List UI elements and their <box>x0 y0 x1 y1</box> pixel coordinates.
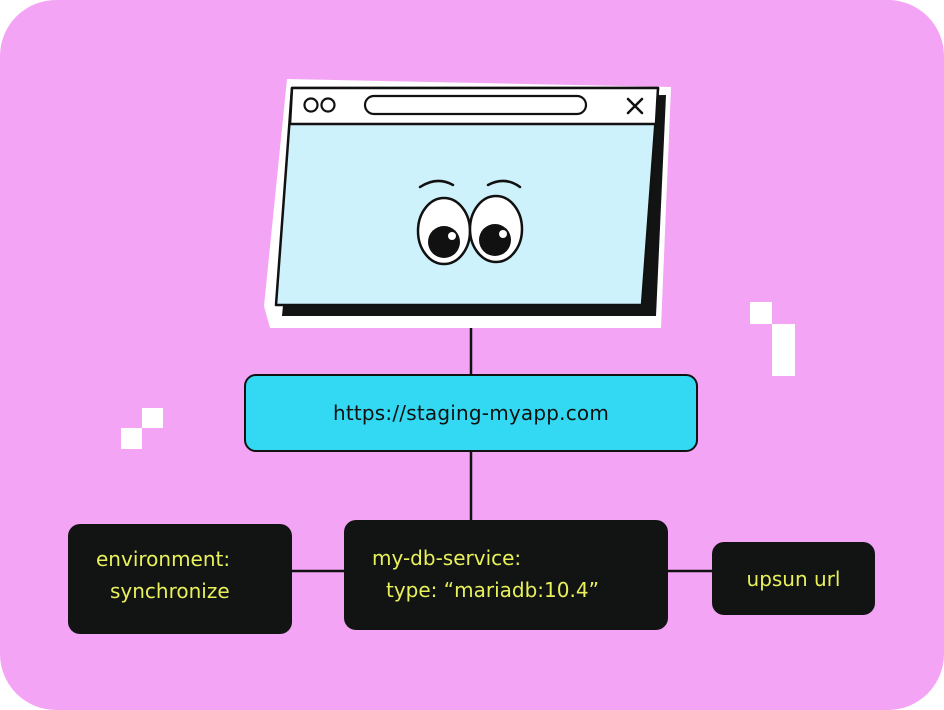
address-bar <box>363 94 588 116</box>
browser-window-illustration <box>264 79 671 328</box>
db-service-node-type: type: “mariadb:10.4” <box>386 578 599 602</box>
close-icon <box>626 97 644 115</box>
environment-node-value: synchronize <box>110 579 230 603</box>
upsun-url-node: upsun url <box>712 542 875 615</box>
environment-node: environment: synchronize <box>68 524 292 634</box>
url-node: https://staging-myapp.com <box>244 374 698 452</box>
upsun-url-node-label: upsun url <box>746 566 841 591</box>
db-service-node: my-db-service: type: “mariadb:10.4” <box>344 520 668 630</box>
db-service-node-key: my-db-service: <box>372 546 522 570</box>
url-node-label: https://staging-myapp.com <box>332 401 610 425</box>
sparkle-right-icon <box>750 302 795 376</box>
environment-node-key: environment: <box>96 547 231 571</box>
eyes-icon <box>416 179 524 266</box>
window-controls-icon <box>303 97 336 113</box>
sparkle-left-icon <box>121 408 163 449</box>
